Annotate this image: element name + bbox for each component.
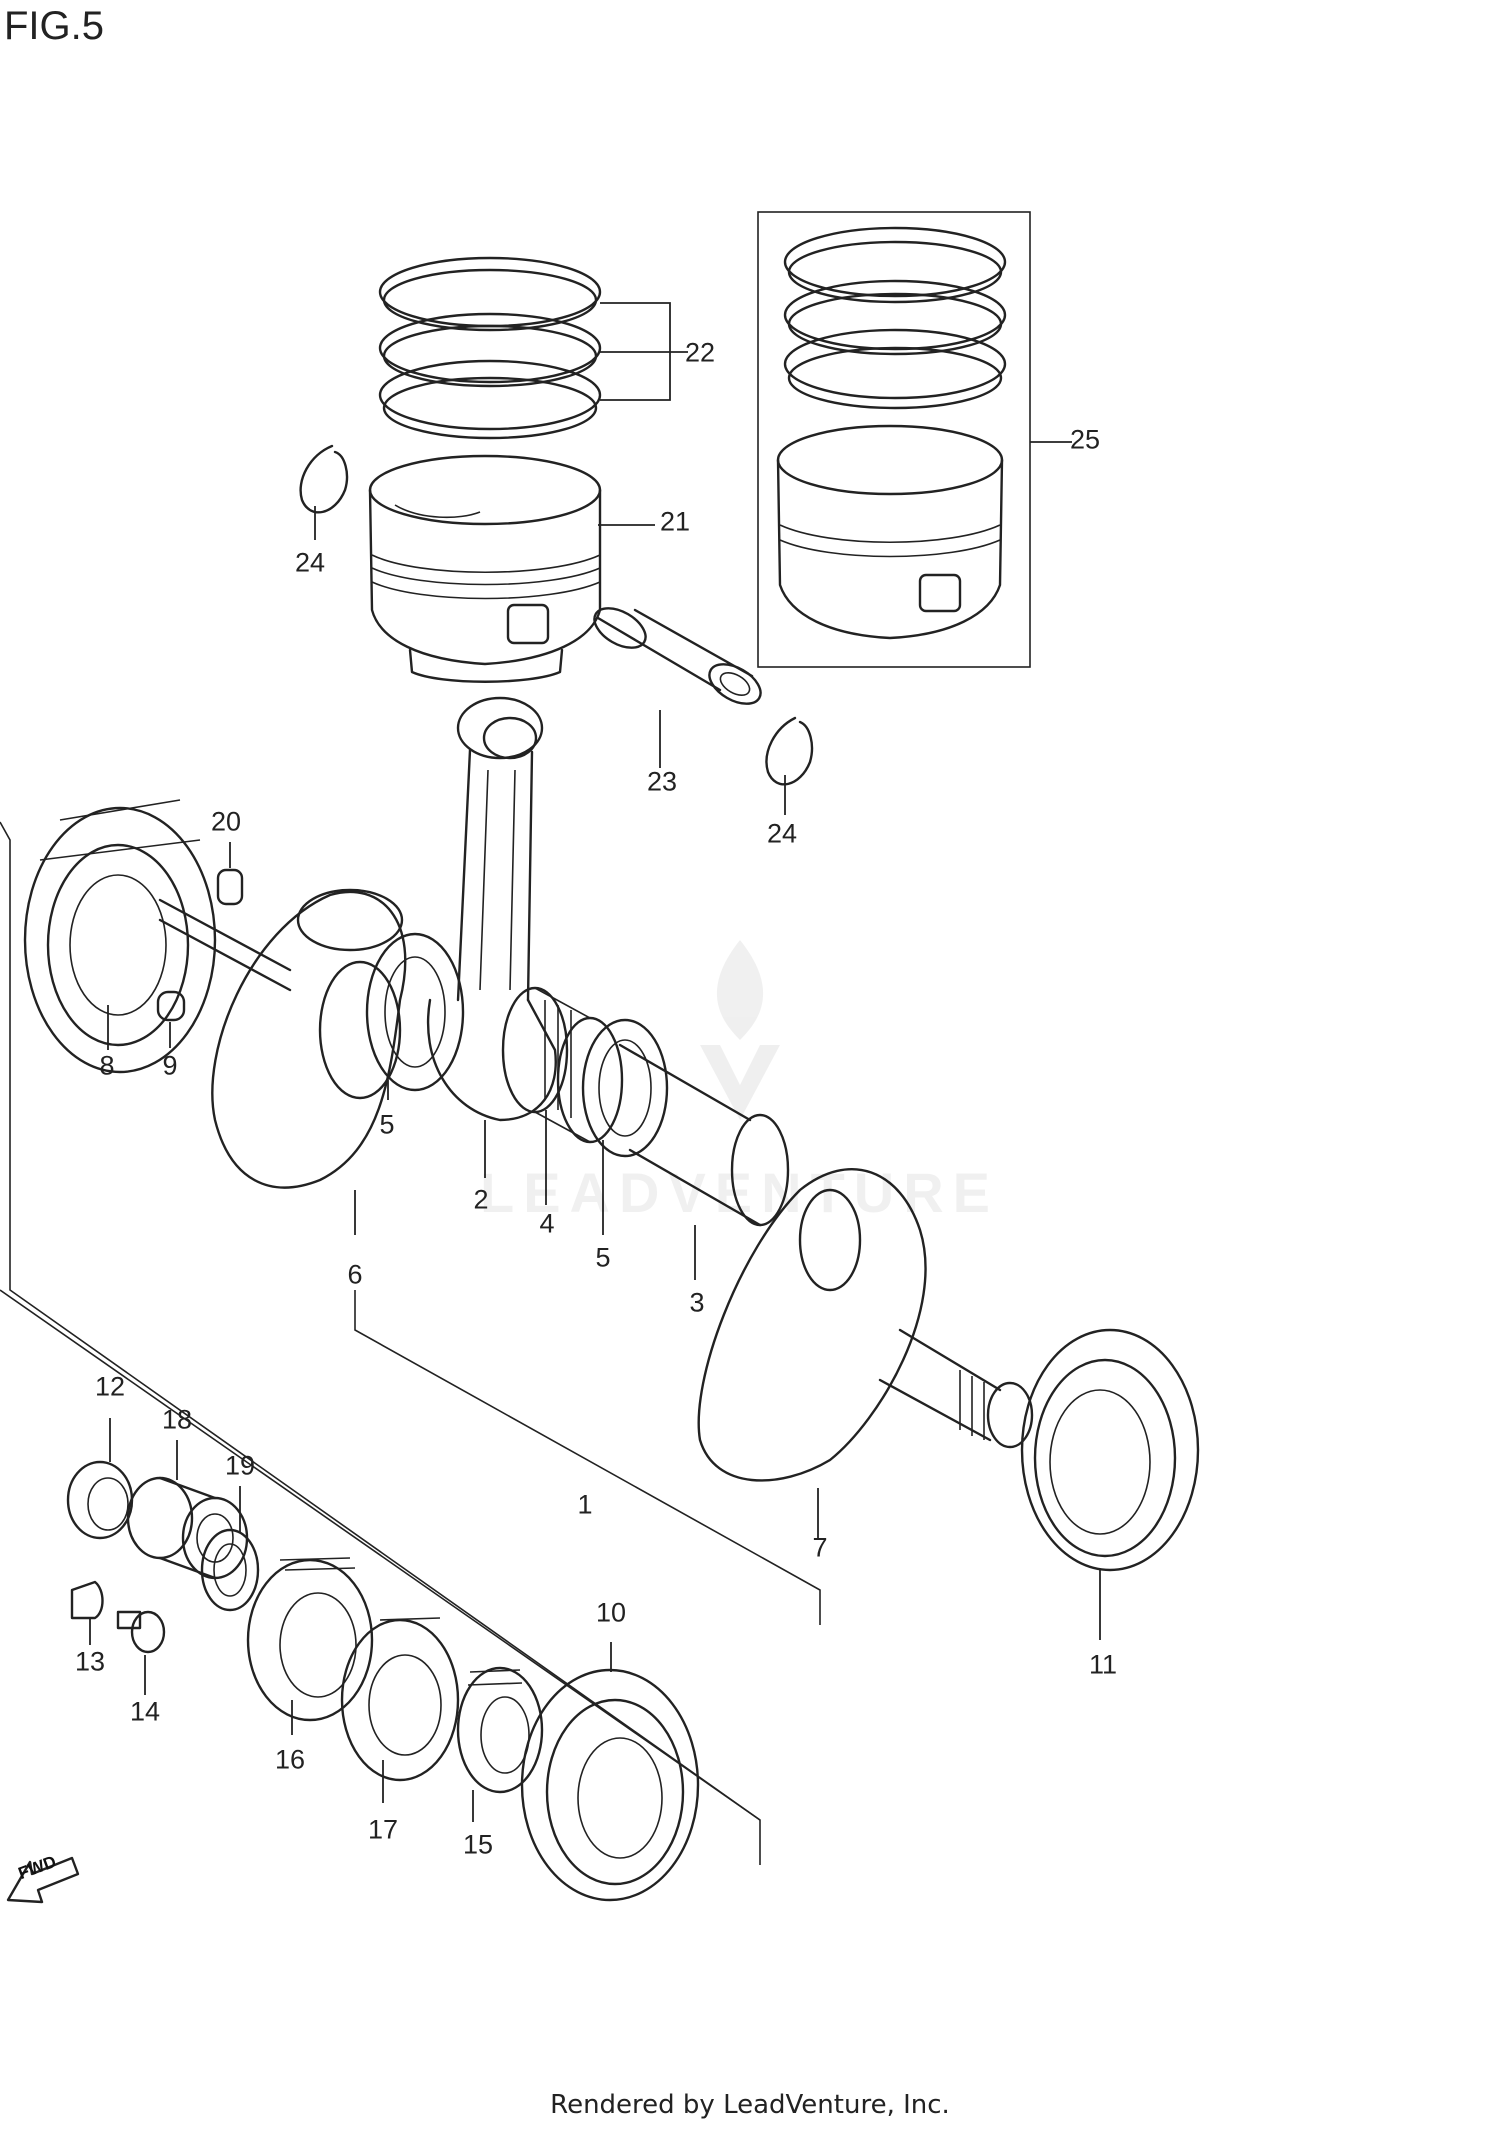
crankshaft-right [697, 1167, 1034, 1540]
callout-6[interactable]: 6 [347, 1259, 363, 1290]
piston-pin [593, 607, 762, 768]
figure-title: FIG.5 [4, 4, 105, 48]
crankshaft-bearing-right [1020, 1328, 1200, 1640]
thrust-washer [365, 932, 465, 1100]
callout-3[interactable]: 3 [689, 1287, 705, 1318]
gear-15 [456, 1666, 544, 1822]
callout-5-right[interactable]: 5 [595, 1242, 611, 1273]
gear-16 [246, 1557, 374, 1735]
key-9 [156, 990, 186, 1048]
callout-22[interactable]: 22 [684, 337, 716, 368]
render-credit: Rendered by LeadVenture, Inc. [550, 2090, 950, 2120]
callout-20[interactable]: 20 [210, 806, 242, 837]
forward-direction-arrow [6, 1856, 80, 1904]
lock-washer [70, 1580, 104, 1645]
leader-22 [600, 302, 688, 401]
piston [368, 454, 602, 683]
piston-pin-circlip-2 [765, 716, 814, 815]
callout-7[interactable]: 7 [812, 1532, 828, 1563]
primary-drive-gear [23, 799, 217, 1074]
callout-24-right[interactable]: 24 [766, 818, 798, 849]
callout-11[interactable]: 11 [1088, 1649, 1118, 1680]
callout-13[interactable]: 13 [74, 1646, 106, 1677]
callout-19[interactable]: 19 [224, 1450, 256, 1481]
bolt [116, 1610, 166, 1695]
callout-8[interactable]: 8 [99, 1050, 115, 1081]
crankshaft-bearing-left [520, 1642, 700, 1902]
crankshaft-assembly-bracket [0, 821, 821, 1865]
callout-15[interactable]: 15 [462, 1829, 494, 1860]
callout-18[interactable]: 18 [161, 1404, 193, 1435]
crank-pin [618, 1043, 790, 1280]
crankshaft-left [158, 888, 407, 1235]
callout-23[interactable]: 23 [646, 766, 678, 797]
callout-4[interactable]: 4 [539, 1208, 555, 1239]
callout-17[interactable]: 17 [367, 1814, 399, 1845]
piston-pin-circlip [299, 444, 349, 540]
callout-14[interactable]: 14 [129, 1696, 161, 1727]
woodruff-key [216, 842, 244, 906]
thrust-washer-2 [581, 1018, 669, 1235]
callout-25[interactable]: 25 [1069, 424, 1101, 455]
washer-19 [200, 1486, 260, 1612]
callout-1[interactable]: 1 [577, 1489, 593, 1520]
oil-seal [66, 1418, 134, 1540]
piston-assembly-kit [757, 211, 1031, 668]
callout-2[interactable]: 2 [473, 1184, 489, 1215]
gear-17 [340, 1617, 460, 1803]
callout-16[interactable]: 16 [274, 1744, 306, 1775]
needle-bearing [501, 986, 624, 1205]
callout-21[interactable]: 21 [659, 506, 691, 537]
callout-10[interactable]: 10 [595, 1597, 627, 1628]
callout-24[interactable]: 24 [294, 547, 326, 578]
callout-5[interactable]: 5 [379, 1109, 395, 1140]
callout-12[interactable]: 12 [94, 1371, 126, 1402]
watermark-text: LEADVENTURE [480, 1161, 1000, 1224]
watermark-logo [700, 940, 780, 1120]
connecting-rod [426, 696, 557, 1178]
piston-ring-set [378, 256, 602, 440]
callout-9[interactable]: 9 [162, 1050, 178, 1081]
